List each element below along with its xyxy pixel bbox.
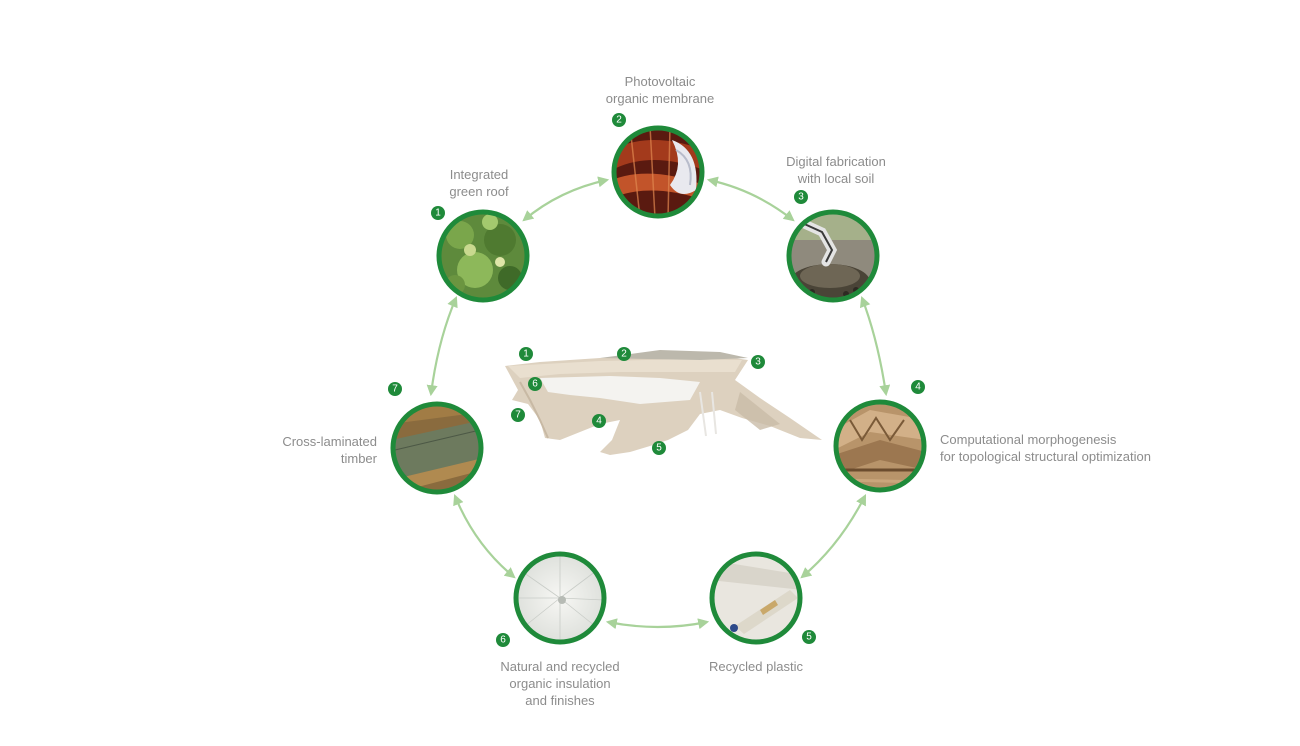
node-digital-fabrication: 3: [787, 190, 879, 302]
structure-marker-1: 1: [519, 347, 533, 361]
badge-6: 6: [496, 633, 510, 647]
badge-4: 4: [911, 380, 925, 394]
svg-text:1: 1: [523, 349, 529, 360]
building-structure: [505, 350, 822, 455]
svg-text:5: 5: [806, 632, 812, 643]
label-cross-laminated-timber: Cross-laminated timber: [237, 433, 377, 467]
svg-text:2: 2: [616, 115, 622, 126]
arrow-5-6: [608, 622, 707, 627]
label-computational-morphogenesis: Computational morphogenesis for topologi…: [940, 431, 1180, 465]
badge-5: 5: [802, 630, 816, 644]
label-green-roof: Integrated green roof: [419, 166, 539, 200]
node-computational-morphogenesis: 4: [834, 380, 926, 492]
svg-text:4: 4: [915, 382, 921, 393]
svg-text:5: 5: [656, 443, 662, 454]
label-photovoltaic-membrane: Photovoltaic organic membrane: [560, 73, 760, 107]
svg-text:6: 6: [532, 379, 538, 390]
structure-marker-7: 7: [511, 408, 525, 422]
node-cross-laminated-timber: 7: [388, 382, 483, 494]
svg-text:7: 7: [392, 384, 398, 395]
structure-marker-3: 3: [751, 355, 765, 369]
label-recycled-plastic: Recycled plastic: [686, 658, 826, 675]
svg-text:1: 1: [435, 208, 441, 219]
svg-text:6: 6: [500, 635, 506, 646]
badge-3: 3: [794, 190, 808, 204]
node-photovoltaic-membrane: 2: [612, 113, 704, 218]
label-digital-fabrication: Digital fabrication with local soil: [756, 153, 916, 187]
badge-7: 7: [388, 382, 402, 396]
node-recycled-plastic: 5: [710, 552, 816, 644]
svg-text:3: 3: [798, 192, 804, 203]
svg-text:7: 7: [515, 410, 521, 421]
node-green-roof: 1: [431, 206, 529, 302]
structure-marker-2: 2: [617, 347, 631, 361]
svg-text:2: 2: [621, 349, 627, 360]
svg-text:3: 3: [755, 357, 761, 368]
structure-marker-6: 6: [528, 377, 542, 391]
structure-marker-4: 4: [592, 414, 606, 428]
arrow-3-4: [862, 298, 886, 394]
structure-marker-5: 5: [652, 441, 666, 455]
svg-text:4: 4: [596, 416, 602, 427]
arrow-6-7: [455, 496, 514, 577]
node-organic-insulation: 6: [496, 552, 606, 647]
badge-1: 1: [431, 206, 445, 220]
arrow-4-5: [802, 496, 865, 577]
arrow-7-1: [431, 298, 456, 394]
label-organic-insulation: Natural and recycled organic insulation …: [480, 658, 640, 709]
badge-2: 2: [612, 113, 626, 127]
